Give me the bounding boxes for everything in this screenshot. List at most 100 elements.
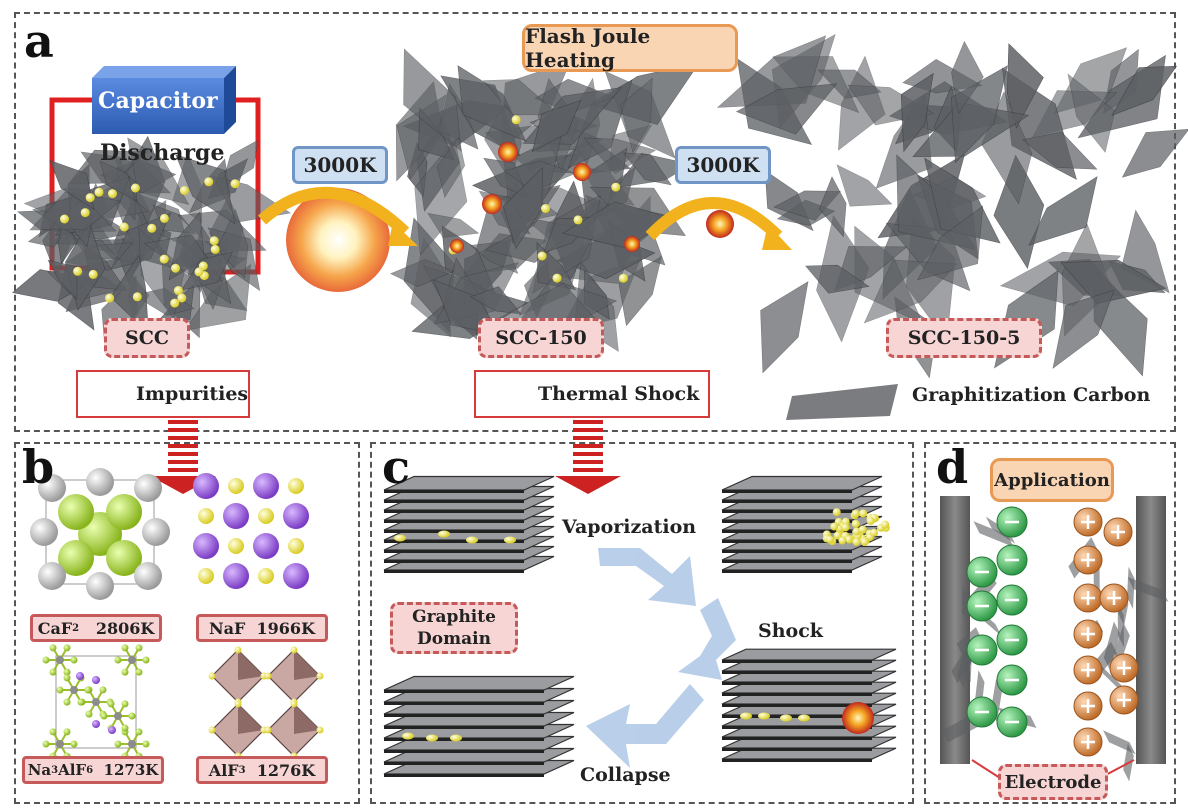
carbon-sheet (1022, 131, 1098, 170)
vaporized-impurity (859, 509, 868, 518)
sodium-atom (193, 533, 219, 559)
fluorine-atom (228, 538, 244, 554)
impurity-particle (504, 536, 516, 544)
fluorine-atom (100, 712, 108, 720)
graphite-stack-top-right (721, 475, 890, 573)
carbon-sheet (1052, 289, 1115, 369)
carbon-sheet (531, 99, 582, 153)
impurity-particle (108, 189, 117, 199)
impurity-particle (402, 732, 414, 740)
impurity-particle (426, 734, 438, 742)
fluorine-atom (42, 656, 50, 664)
fluorine-atom (49, 728, 57, 736)
impurity-particle (573, 215, 583, 225)
panel-a-label: a (24, 14, 54, 68)
carbon-sheet (622, 152, 672, 186)
panel-d-label: d (936, 440, 969, 494)
carbon-sheet (1028, 176, 1098, 246)
panel-b (14, 442, 360, 804)
sodium-atom (76, 672, 84, 680)
carbon-sheet (436, 136, 466, 199)
fluorine-atom (84, 686, 92, 694)
application-title: Application (990, 458, 1114, 502)
carbon-sheet (1111, 65, 1178, 116)
vaporized-impurity (870, 528, 879, 537)
fluorine-atom (288, 538, 304, 554)
fluorine-atom (316, 672, 324, 680)
fluorine-atom (107, 700, 115, 708)
impurity-particle (209, 236, 219, 246)
vaporized-impurity (833, 531, 842, 540)
vaporized-impurity (830, 522, 839, 531)
fluorine-atom (63, 698, 71, 706)
impurity-particle (210, 244, 220, 254)
carbon-sheet (47, 259, 78, 300)
compound-temp: 2806K (95, 618, 155, 638)
fluorine-atom (114, 740, 122, 748)
impurity-particle (177, 293, 187, 303)
thermal-shock-label: Thermal Shock (538, 383, 700, 405)
step-collapse: Collapse (580, 764, 671, 786)
compound-temp: 1966K (256, 618, 315, 638)
panel-d (924, 442, 1176, 804)
fluorine-atom (128, 712, 136, 720)
impurities-legend-box (76, 370, 250, 418)
impurity-particle (94, 187, 104, 197)
graphite-stack-bottom-left (383, 675, 575, 777)
heat-arrow-1-head (388, 222, 418, 246)
vaporized-impurity (844, 535, 853, 544)
fluorine-atom (49, 644, 57, 652)
cycle-arrows (586, 548, 736, 768)
impurity-particle (511, 115, 521, 125)
fluorine-atom (288, 478, 304, 494)
graphite-layer (383, 675, 575, 691)
impurity-particle (740, 712, 752, 720)
fluorine-atom (198, 568, 214, 584)
scc-sheet-cluster (12, 135, 291, 349)
vaporized-impurity (852, 537, 861, 546)
impurity-particle (159, 254, 169, 264)
compound-formula: AlF (208, 760, 239, 780)
carbon-sheet (220, 139, 259, 190)
graphite-domain-line1: Graphite (412, 607, 496, 627)
carbon-sheet (390, 259, 455, 288)
impurity-particle (798, 714, 810, 722)
impurity-particle (230, 179, 240, 189)
impurity-particle (758, 712, 770, 720)
step-vaporization: Vaporization (562, 516, 697, 538)
fluorine-atom (208, 726, 216, 734)
fluorine-atom (70, 656, 78, 664)
panel-b-label: b (22, 440, 55, 494)
fluorine-atom (258, 568, 274, 584)
graphite-stack-bottom-right (721, 648, 897, 762)
vaporized-impurity (881, 520, 890, 529)
carbon-sheet (427, 212, 480, 238)
vaporized-impurity (825, 535, 834, 544)
fluorine-atom (99, 686, 107, 694)
carbon-sheet (917, 205, 984, 281)
impurity-particle (780, 714, 792, 722)
fluorine-atom (121, 724, 129, 732)
compound-formula: NaF (209, 618, 246, 638)
sodium-atom (108, 726, 116, 734)
vaporized-impurity (858, 525, 867, 534)
alf3-crystal (208, 646, 324, 760)
thermal-shock-bursts (450, 142, 734, 253)
sodium-atom (283, 563, 309, 589)
fluorine-atom (135, 668, 143, 676)
panel-c-label: c (382, 440, 411, 494)
carbon-sheet (900, 72, 934, 153)
heat-glow-orb (286, 188, 390, 292)
fluorine-atom (290, 700, 298, 708)
sodium-atom (253, 533, 279, 559)
impurity-particle (105, 293, 115, 303)
impurity-particle (147, 223, 157, 233)
stage-tag-scc150: SCC-150 (478, 318, 604, 358)
carbon-sheet (818, 176, 847, 238)
stage-tag-scc: SCC (104, 318, 190, 358)
fluorine-atom (63, 644, 71, 652)
fluorine-atom (121, 644, 129, 652)
impurity-particle (204, 177, 214, 187)
carbon-sheet (951, 40, 984, 115)
